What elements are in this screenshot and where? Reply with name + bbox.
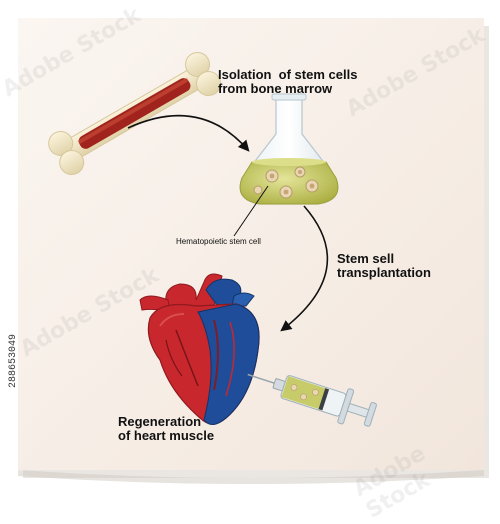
arrow-flask-to-heart [280,205,329,332]
hematopoietic-pointer-line [233,185,269,237]
diagram-svg [18,18,489,484]
label-transplantation-line1: Stem sell [337,251,395,266]
label-isolation: Isolation of stem cells from bone marrow [218,68,357,95]
diagram-canvas: Adobe Stock Adobe Stock Adobe Stock Adob… [0,3,489,524]
label-transplantation: Stem sell transplantation [337,252,431,279]
flask-illustration [239,93,339,205]
stem-cells-in-flask [253,166,319,199]
paper-card [18,18,489,484]
stock-id: 288653049 [8,333,19,388]
label-regeneration: Regeneration of heart muscle [118,415,214,442]
arrow-bone-to-flask [127,114,250,152]
label-isolation-line2: from bone marrow [218,80,333,96]
label-isolation-line1: Isolation of stem cells [218,67,358,82]
label-hematopoietic: Hematopoietic stem cell [176,237,261,246]
label-transplantation-line2: transplantation [337,264,431,280]
bone-illustration [48,51,222,176]
label-regeneration-line2: of heart muscle [118,427,215,443]
label-regeneration-line1: Regeneration [118,414,202,429]
syringe-illustration [247,373,377,427]
heart-illustration [139,273,260,425]
